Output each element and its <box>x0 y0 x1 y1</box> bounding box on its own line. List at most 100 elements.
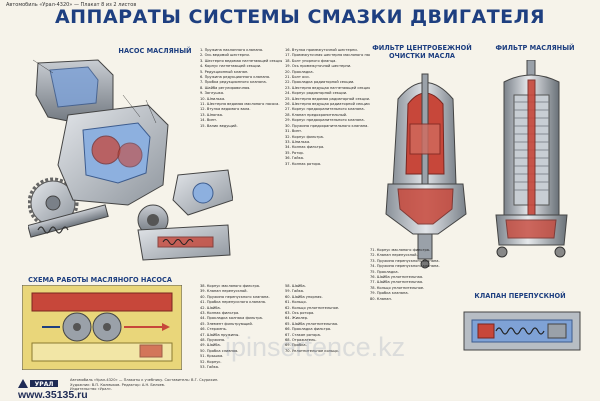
legend-item: 68. Отражатель. <box>285 338 317 343</box>
legend-item: 46. Стержень. <box>200 327 228 332</box>
legend-item: 30. Пружина предохранительного клапана. <box>285 123 369 128</box>
legend-item: 3. Шестерня ведомая нагнетающей секции. <box>200 58 282 63</box>
legend-column-4: 58. Шайба. 59. Гайка. 60. Шайба упорная.… <box>285 284 370 354</box>
legend-item: 17. Промежуточная шестерня масляного нас… <box>285 53 370 58</box>
legend-item: 75. Прокладка. <box>370 269 399 274</box>
legend-item: 35. Ротор. <box>285 150 304 155</box>
legend-item: 69. Пробка. <box>285 343 307 348</box>
legend-item: 6. Пружина редукционного клапана. <box>200 75 271 80</box>
legend-item: 78. Кольцо уплотнительное. <box>370 285 425 290</box>
legend-item: 18. Болт упорного фланца. <box>285 58 337 63</box>
ural-logo-icon: УРАЛ <box>18 379 58 388</box>
legend-item: 36. Гайка. <box>285 156 305 161</box>
legend-item: 1. Пружина наклонного клапана. <box>200 48 264 52</box>
legend-column-1: 1. Пружина наклонного клапана. 2. Ось ве… <box>200 48 282 129</box>
legend-item: 80. Клапан. <box>370 296 392 301</box>
ural-logo: УРАЛ <box>18 379 58 388</box>
legend-item: 8. Шайба регулировочная. <box>200 85 251 90</box>
legend-item: 66. Прокладка фильтра. <box>285 327 332 332</box>
legend-item: 19. Ось промежуточной шестерни. <box>285 64 352 69</box>
header-small-text: Автомобиль «Урал-4320» — Плакат 8 из 2 л… <box>6 2 137 8</box>
legend-item: 65. Шайба уплотнительная. <box>285 321 339 326</box>
pump-scheme-illustration <box>22 285 182 370</box>
legend-item: 21. Болт оси. <box>285 75 310 80</box>
legend-item: 10. Шпилька. <box>200 96 226 101</box>
legend-item: 41. Пробка перепускного клапана. <box>200 300 267 305</box>
legend-column-3: 38. Корпус масляного фильтра. 39. Клапан… <box>200 284 282 371</box>
legend-item: 43. Колпак фильтра. <box>200 311 240 316</box>
legend-item: 64. Жиклер. <box>285 316 309 321</box>
legend-item: 59. Гайка. <box>285 289 305 294</box>
legend-item: 28. Клапан предохранительный. <box>285 112 348 117</box>
legend-item: 72. Клапан перепускной. <box>370 253 418 258</box>
watermark: ipinsertence.kz <box>225 332 406 362</box>
centrifuge-filter-illustration <box>385 73 467 269</box>
legend-item: 60. Шайба упорная. <box>285 294 323 299</box>
legend-item: 7. Пробка редукционного клапана. <box>200 80 267 85</box>
legend-item: 70. Уплотнительное кольцо. <box>285 348 339 353</box>
footer-credits: Автомобиль «Урал-4320» — Плакаты к учебн… <box>70 378 280 392</box>
footer-line: Издательство «Урал». <box>70 387 113 392</box>
legend-item: 37. Колпак ротора. <box>285 161 322 166</box>
legend-item: 42. Шайба. <box>200 305 221 310</box>
legend-item: 71. Корпус масляного фильтра. <box>370 248 431 252</box>
legend-item: 45. Элемент фильтрующий. <box>200 321 253 326</box>
legend-item: 2. Ось ведомой шестерни. <box>200 53 250 58</box>
legend-item: 47. Шайба пружины. <box>200 332 240 337</box>
legend-item: 13. Шпонка. <box>200 112 224 117</box>
legend-item: 25. Шестерня ведомая радиаторной секции. <box>285 96 370 101</box>
legend-item: 32. Корпус фильтра. <box>285 134 325 139</box>
legend-item: 26. Шестерня ведущая радиаторной секции. <box>285 102 370 107</box>
legend-item: 51. Крышка. <box>200 354 224 359</box>
legend-item: 38. Корпус масляного фильтра. <box>200 284 261 288</box>
logo-text: УРАЛ <box>35 381 54 388</box>
legend-item: 52. Корпус. <box>200 359 222 364</box>
legend-item: 34. Колпак фильтра. <box>285 145 325 150</box>
section-title-filter: ФИЛЬТР МАСЛЯНЫЙ <box>495 44 575 52</box>
legend-item: 22. Прокладка радиаторной секции. <box>285 80 355 85</box>
legend-item: 77. Шайба уплотнительная. <box>370 280 424 285</box>
legend-item: 33. Шпилька. <box>285 139 311 144</box>
legend-item: 16. Втулка промежуточной шестерни. <box>285 48 358 52</box>
legend-item: 62. Кольцо уплотнительное. <box>285 305 340 310</box>
legend-item: 58. Шайба. <box>285 284 306 288</box>
oil-filter-illustration <box>495 60 568 258</box>
legend-item: 63. Ось ротора. <box>285 311 315 316</box>
legend-item: 31. Винт. <box>285 129 303 134</box>
legend-item: 27. Корпус предохранительного клапана. <box>285 107 365 112</box>
legend-item: 24. Корпус радиаторной секции. <box>285 91 348 96</box>
website-link[interactable]: www.35135.ru <box>18 389 88 401</box>
section-title-pump: НАСОС МАСЛЯНЫЙ <box>118 47 192 55</box>
legend-item: 40. Пружина перепускного клапана. <box>200 294 270 299</box>
legend-item: 67. Стакан ротора. <box>285 332 321 337</box>
legend-item: 44. Прокладка колпака фильтра. <box>200 316 263 321</box>
poster-title: АППАРАТЫ СИСТЕМЫ СМАЗКИ ДВИГАТЕЛЯ <box>54 6 546 28</box>
legend-item: 50. Пробка сливная. <box>200 348 239 353</box>
legend-item: 53. Гайка. <box>200 365 220 370</box>
section-title-scheme: СХЕМА РАБОТЫ МАСЛЯНОГО НАСОСА <box>28 276 172 284</box>
bypass-valve-illustration <box>463 311 581 351</box>
legend-item: 12. Втулка ведомого вала. <box>200 107 251 112</box>
legend-column-5: 71. Корпус масляного фильтра. 72. Клапан… <box>370 248 460 302</box>
legend-column-2: 16. Втулка промежуточной шестерни. 17. П… <box>285 48 370 167</box>
legend-item: 49. Шайба. <box>200 343 221 348</box>
legend-item: 5. Редукционный клапан. <box>200 69 249 74</box>
legend-item: 29. Корпус предохранительного клапана. <box>285 118 365 123</box>
legend-item: 39. Клапан перепускной. <box>200 289 248 294</box>
footer-line: Автомобиль «Урал-4320» — Плакаты к учебн… <box>70 378 219 382</box>
legend-item: 9. Заглушка. <box>200 91 225 96</box>
legend-item: 74. Пружина перепускного клапана. <box>370 264 440 269</box>
legend-item: 79. Пробка клапана. <box>370 291 409 296</box>
legend-item: 11. Шестерня ведомая масляного насоса. <box>200 102 280 107</box>
legend-item: 23. Шестерня ведущая нагнетающей секции. <box>285 85 370 90</box>
footer-line: Художник: В.П. Калмыков. Редактор: А.Н. … <box>70 382 166 387</box>
legend-item: 15. Валик ведущий. <box>200 123 238 128</box>
oil-pump-illustration <box>28 59 233 261</box>
legend-item: 73. Пружина перепускного клапана. <box>370 258 440 263</box>
section-title-valve: КЛАПАН ПЕРЕПУСКНОЙ <box>474 292 566 300</box>
legend-item: 4. Корпус нагнетающей секции. <box>200 64 262 69</box>
section-title-centrifuge: ФИЛЬТР ЦЕНТРОБЕЖНОЙ ОЧИСТКИ МАСЛА <box>372 44 472 60</box>
legend-item: 14. Винт. <box>200 118 218 123</box>
legend-item: 61. Кольцо. <box>285 300 307 305</box>
